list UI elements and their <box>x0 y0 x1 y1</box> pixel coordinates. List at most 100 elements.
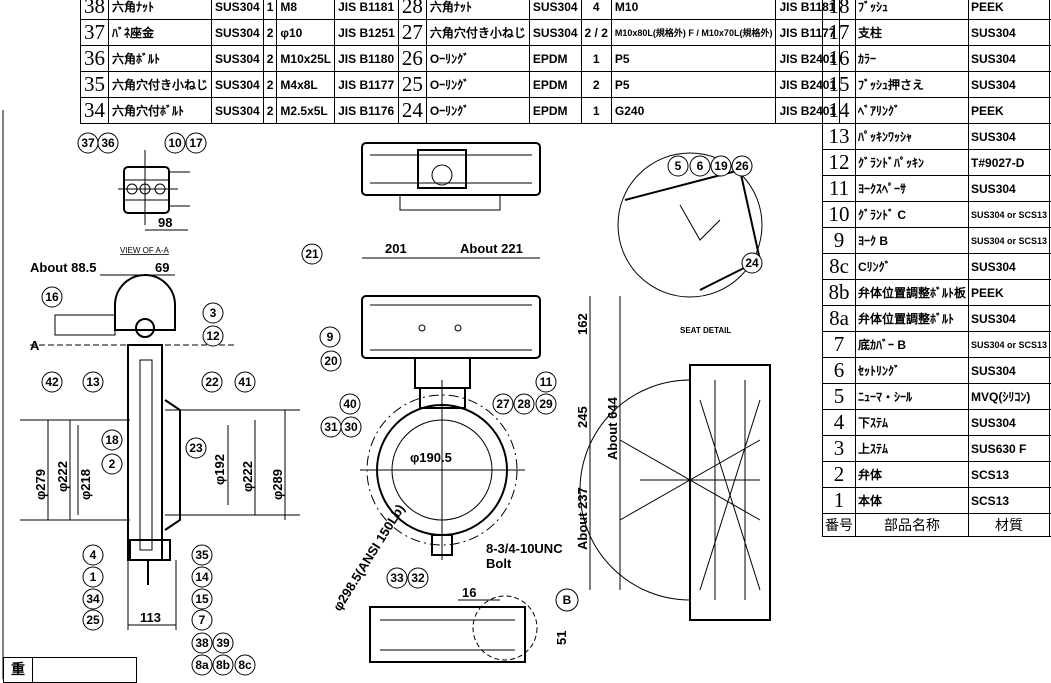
weight-label: 重 <box>4 658 33 682</box>
svg-text:38: 38 <box>195 636 209 650</box>
callout: 12 <box>203 326 223 346</box>
svg-text:10: 10 <box>168 136 182 150</box>
svg-text:9: 9 <box>327 330 334 344</box>
callout: 24 <box>742 253 762 273</box>
detail-marker-b: B <box>556 589 578 611</box>
callout: 15 <box>192 589 212 609</box>
dim-201: 201 <box>385 241 407 256</box>
bolt-spec: 8-3/4-10UNC <box>486 541 563 556</box>
callout: 41 <box>235 372 255 392</box>
seat-detail-label: SEAT DETAIL <box>680 326 731 335</box>
dim-phi-192: φ192 <box>212 454 227 485</box>
callout: 14 <box>192 567 212 587</box>
callout: 33 <box>387 568 407 588</box>
callout: 2 <box>102 454 122 474</box>
svg-text:33: 33 <box>390 571 404 585</box>
svg-text:8c: 8c <box>238 658 252 672</box>
callout: 11 <box>536 372 556 392</box>
dim-16: 16 <box>462 585 476 600</box>
callout: 9 <box>320 327 340 347</box>
callout: 22 <box>202 372 222 392</box>
svg-text:4: 4 <box>90 548 97 562</box>
svg-text:39: 39 <box>216 636 230 650</box>
svg-text:21: 21 <box>305 247 319 261</box>
callout: 8c <box>235 655 255 675</box>
dim-69: 69 <box>155 260 169 275</box>
svg-text:11: 11 <box>540 375 553 389</box>
dim-phi-289: φ289 <box>270 469 285 500</box>
section-marker-a: A <box>30 338 40 353</box>
front-view: 201 About 221 φ190.5 φ298.5(ANSI 150Lb) … <box>330 241 620 614</box>
callout: 25 <box>83 610 103 630</box>
svg-text:37: 37 <box>81 136 95 150</box>
svg-text:34: 34 <box>86 592 100 606</box>
dim-162: 162 <box>575 313 590 335</box>
callout: 38 <box>192 633 212 653</box>
callout: 37 <box>78 133 98 153</box>
view-a-a: 98 VIEW OF A-A <box>118 150 190 255</box>
callout: 19 <box>711 156 731 176</box>
svg-text:2: 2 <box>109 457 116 471</box>
svg-text:8a: 8a <box>195 658 209 672</box>
callout: 8a <box>192 655 212 675</box>
svg-text:5: 5 <box>675 159 682 173</box>
svg-text:35: 35 <box>195 548 209 562</box>
callout: 27 <box>493 394 513 414</box>
svg-text:12: 12 <box>206 329 220 343</box>
svg-text:26: 26 <box>735 159 749 173</box>
dim-phi-218: φ218 <box>78 469 93 500</box>
dim-about-237: About 237 <box>575 487 590 550</box>
dim-phi-190-5: φ190.5 <box>410 450 452 465</box>
svg-text:20: 20 <box>324 354 338 368</box>
callout: 28 <box>514 394 534 414</box>
svg-text:29: 29 <box>539 397 553 411</box>
svg-text:22: 22 <box>205 375 219 389</box>
dim-phi-222-left: φ222 <box>55 461 70 492</box>
callout: 30 <box>341 417 361 437</box>
svg-text:25: 25 <box>86 613 100 627</box>
callout: 42 <box>42 372 62 392</box>
svg-text:8b: 8b <box>216 658 230 672</box>
dim-113: 113 <box>140 610 161 625</box>
svg-text:30: 30 <box>344 420 358 434</box>
svg-text:28: 28 <box>517 397 531 411</box>
callout: 35 <box>192 545 212 565</box>
svg-text:40: 40 <box>343 397 357 411</box>
svg-text:14: 14 <box>195 570 209 584</box>
callout: 31 <box>321 417 341 437</box>
callout: 32 <box>408 568 428 588</box>
side-view: About 88.5 69 A φ279 φ222 φ218 φ192 φ222… <box>20 260 300 630</box>
svg-text:32: 32 <box>411 571 425 585</box>
svg-text:B: B <box>563 593 572 607</box>
callout: 4 <box>83 545 103 565</box>
svg-text:1: 1 <box>90 570 97 584</box>
callout: 40 <box>340 394 360 414</box>
callout: 10 <box>165 133 185 153</box>
svg-text:41: 41 <box>238 375 252 389</box>
seat-detail: SEAT DETAIL <box>618 153 762 335</box>
actuator-top-view <box>362 143 540 210</box>
svg-text:13: 13 <box>86 375 100 389</box>
svg-text:42: 42 <box>45 375 59 389</box>
callout: 6 <box>690 156 710 176</box>
svg-text:27: 27 <box>496 397 510 411</box>
bottom-view: 16 51 B <box>370 585 578 662</box>
callout: 23 <box>186 438 206 458</box>
callout: 20 <box>321 351 341 371</box>
svg-text:24: 24 <box>745 256 759 270</box>
callout: 29 <box>536 394 556 414</box>
callout: 36 <box>98 133 118 153</box>
svg-text:19: 19 <box>714 159 728 173</box>
view-label-a-a: VIEW OF A-A <box>120 246 170 255</box>
svg-text:36: 36 <box>101 136 115 150</box>
svg-text:3: 3 <box>210 306 217 320</box>
dim-about-221: About 221 <box>460 241 523 256</box>
callout: 26 <box>732 156 752 176</box>
callout: 5 <box>668 156 688 176</box>
dim-phi-222-right: φ222 <box>240 461 255 492</box>
callout: 16 <box>42 287 62 307</box>
bolt-label: Bolt <box>486 556 512 571</box>
callout: 1 <box>83 567 103 587</box>
callout: 39 <box>213 633 233 653</box>
